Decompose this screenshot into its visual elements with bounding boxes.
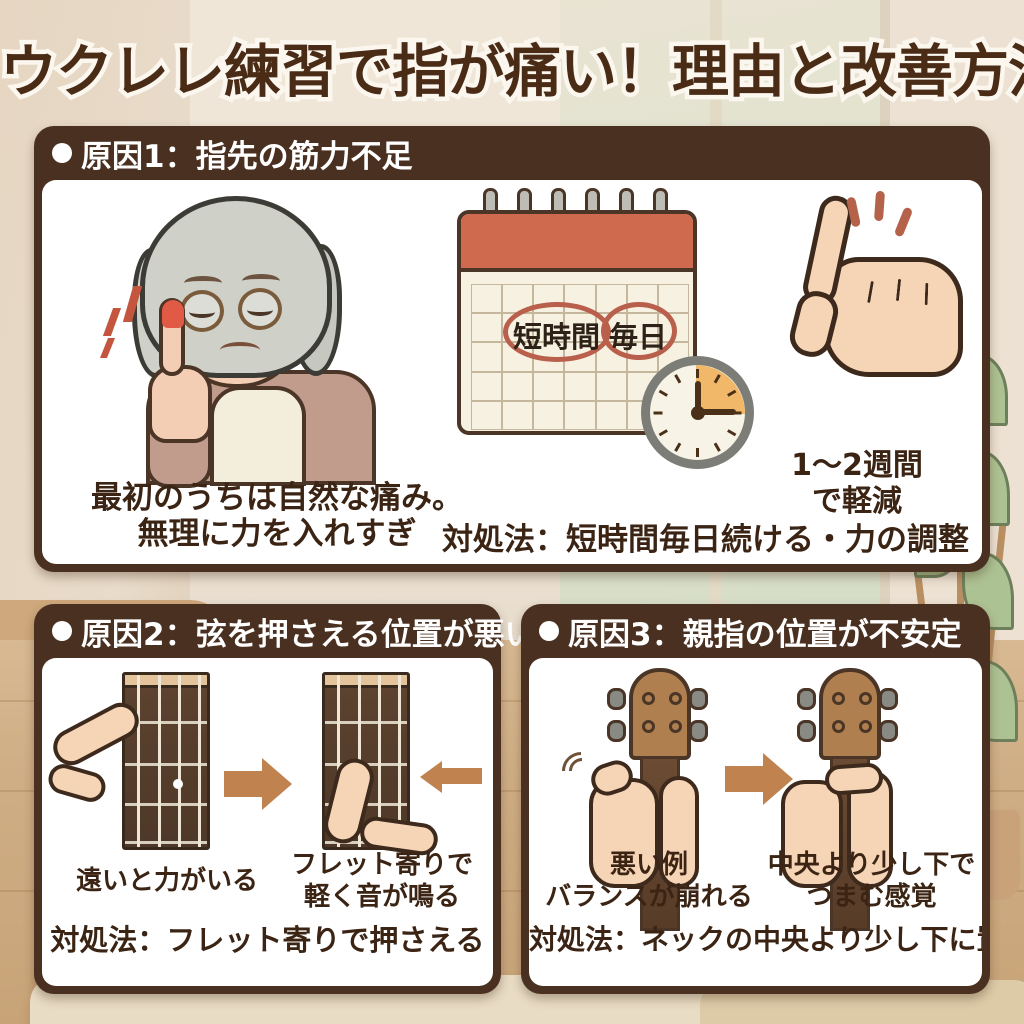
calendar-circled-word-1: 短時間 (513, 320, 601, 354)
card-1-body: 短時間 毎日 (42, 180, 982, 564)
card-2-header: 原因2：弦を押さえる位置が悪い (34, 604, 536, 658)
pain-mark-icon (102, 308, 122, 336)
card-3-caption-right-line2: つまむ感覚 (806, 882, 937, 912)
calendar-circled-word-2: 毎日 (609, 320, 668, 354)
clock-icon (641, 356, 754, 469)
card-1-caption-left-line1: 最初のうちは自然な痛み。 (91, 480, 463, 516)
card-2-caption-left: 遠いと力がいる (75, 866, 258, 896)
card-3-caption-left-line2: バランスが崩れる (545, 882, 753, 912)
card-2-caption-right-line1: フレット寄りで (290, 850, 473, 880)
fretboard-far-icon (122, 672, 210, 850)
pointing-hand-icon (785, 185, 982, 385)
calendar-icon: 短時間 毎日 (457, 188, 754, 469)
card-2-body: 遠いと力がいる フレット寄りで 軽く音が鳴る 対処法：フレット寄りで押さえる (42, 658, 493, 986)
bullet-icon (52, 143, 72, 163)
palm-bad (659, 776, 699, 888)
emphasis-mark-icon (873, 190, 886, 222)
card-3-header-label: 原因3：親指の位置が不安定 (568, 616, 962, 653)
card-3-caption-left-line1: 悪い例 (609, 850, 688, 880)
card-1-caption-right-line1: 1〜2週間 (791, 448, 923, 483)
thumb-far-illustration (44, 760, 110, 806)
card-1-header-label: 原因1：指先の筋力不足 (81, 138, 413, 175)
card-2-solution: 対処法：フレット寄りで押さえる (50, 923, 485, 957)
card-1-caption-right-line2: で軽減 (812, 484, 902, 519)
card-3-body: 悪い例 バランスが崩れる 中央より少し下で つまむ感覚 対処法：ネックの中央より… (529, 658, 982, 986)
card-1-header: 原因1：指先の筋力不足 (34, 126, 990, 180)
card-2-header-label: 原因2：弦を押さえる位置が悪い (81, 616, 536, 653)
card-1-caption-left-line2: 無理に力を入れすぎ (137, 516, 417, 552)
card-3-header: 原因3：親指の位置が不安定 (521, 604, 990, 658)
card-3-solution: 対処法：ネックの中央より少し下に置く (529, 923, 982, 956)
page-title: ウクレレ練習で指が痛い！理由と改善方法 (0, 35, 1024, 110)
card-3-caption-right-line1: 中央より少し下で (767, 850, 976, 880)
card-cause-2: 原因2：弦を押さえる位置が悪い (34, 604, 536, 994)
card-cause-1: 原因1：指先の筋力不足 (34, 126, 990, 572)
card-2-caption-right-line2: 軽く音が鳴る (303, 882, 460, 912)
thumb-good (824, 762, 884, 796)
bullet-icon (539, 621, 559, 641)
fist-good (781, 780, 843, 888)
elderly-woman-icon (99, 190, 402, 488)
emphasis-mark-icon (893, 206, 914, 238)
card-cause-3: 原因3：親指の位置が不安定 (521, 604, 990, 994)
fist-bad (589, 778, 659, 888)
bullet-icon (52, 621, 72, 641)
pain-mark-icon (99, 338, 116, 358)
card-1-solution: 対処法：短時間毎日続ける・力の調整 (442, 522, 969, 558)
